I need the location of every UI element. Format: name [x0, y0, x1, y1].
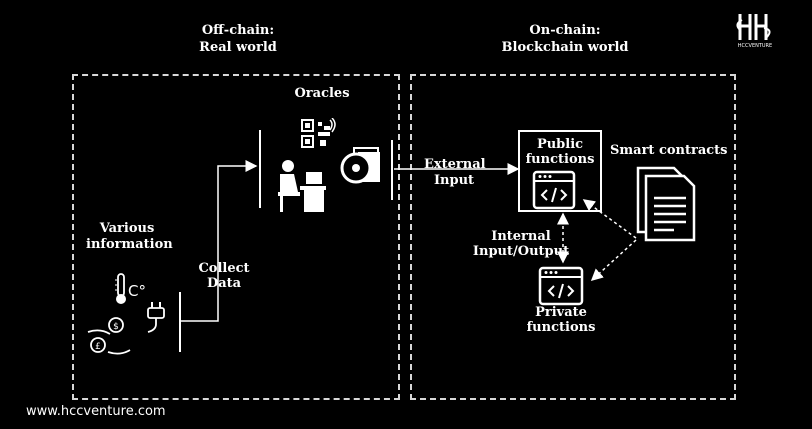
oracles-label: Oracles [294, 86, 350, 101]
public-functions-label-1: Public [536, 137, 584, 152]
plug-icon [147, 302, 165, 333]
offchain-title: Off-chain: [201, 23, 275, 38]
temperature-unit: C° [128, 282, 146, 300]
internal-io-label-2: Input/Output [472, 244, 570, 259]
onchain-title: On-chain: [529, 23, 601, 38]
offchain-region [72, 74, 400, 400]
money-hand-icon: $ £ [87, 317, 131, 355]
disc-icon [340, 147, 380, 184]
onchain-region [410, 74, 736, 400]
collect-data-label-1: Collect [198, 261, 250, 276]
thermometer-icon [115, 273, 126, 304]
onchain-subtitle: Blockchain world [501, 40, 629, 55]
qr-code-icon [301, 118, 336, 148]
external-input-label-2: Input [433, 173, 475, 188]
hcc-logo-icon [736, 14, 771, 40]
private-functions-window-icon [538, 266, 584, 306]
various-info-label-1: Various [99, 221, 155, 236]
various-info-label-2: information [86, 237, 173, 252]
public-functions-frame [518, 130, 602, 212]
svg-text:£: £ [95, 342, 101, 352]
svg-text:$: $ [113, 322, 119, 332]
private-functions-label-2: functions [526, 320, 596, 335]
smart-contract-document-icon [636, 166, 696, 242]
person-at-desk-icon [278, 160, 326, 212]
offchain-subtitle: Real world [199, 40, 277, 55]
private-functions-label-1: Private [535, 305, 587, 320]
collect-data-label-2: Data [206, 276, 242, 291]
logo-text: HCCVENTURE [737, 43, 773, 49]
external-input-label-1: External [424, 157, 486, 172]
smart-contracts-label: Smart contracts [610, 143, 728, 158]
public-functions-window-icon [532, 170, 576, 210]
website-url: www.hccventure.com [26, 404, 166, 419]
internal-io-label-1: Internal [491, 229, 551, 244]
public-functions-label-2: functions [525, 152, 595, 167]
